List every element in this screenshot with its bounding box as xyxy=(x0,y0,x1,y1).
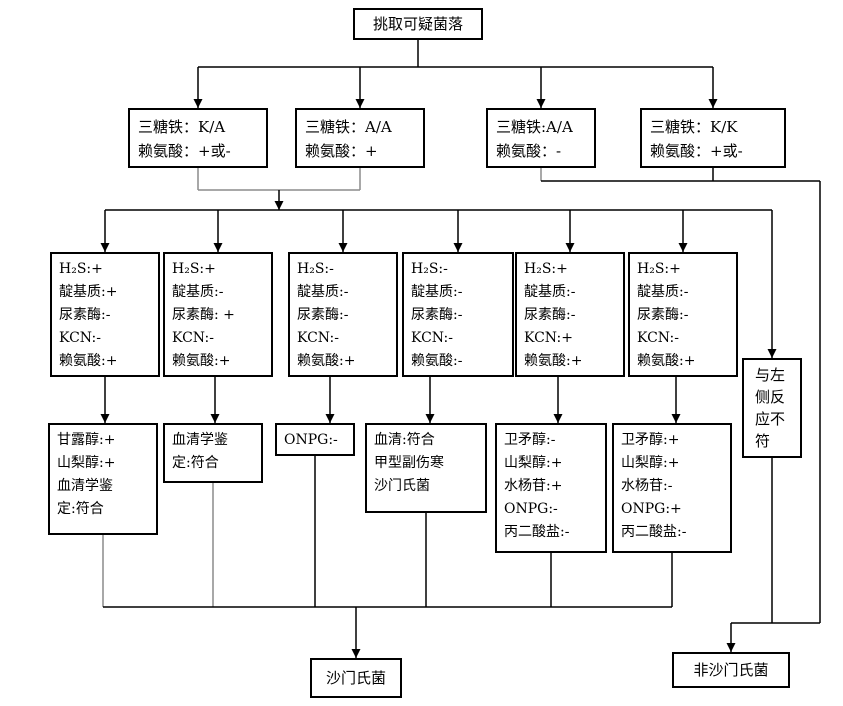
connector-distribution xyxy=(104,209,773,358)
connector-tsi34-right-edge xyxy=(541,168,821,623)
arrowhead xyxy=(425,414,435,423)
arrowhead xyxy=(274,201,284,210)
tsi-box-1: 三糖铁：K/A 赖氨酸：+或- xyxy=(128,108,268,168)
mismatch-box: 与左侧反应不符 xyxy=(742,358,802,458)
arrowhead xyxy=(100,243,110,252)
confirm-box-5: 卫矛醇:- 山梨醇:+ 水杨苷:+ ONPG:- 丙二酸盐:- xyxy=(495,423,607,553)
start-box: 挑取可疑菌落 xyxy=(353,8,483,40)
tsi-box-4: 三糖铁：K/K 赖氨酸：+或- xyxy=(640,108,786,168)
arrowhead xyxy=(325,414,335,423)
confirm-box-1: 甘露醇:+ 山梨醇:+ 血清学鉴 定:符合 xyxy=(48,423,158,535)
connector-biochem-to-confirm xyxy=(104,377,677,423)
arrowhead xyxy=(351,649,361,658)
arrowhead xyxy=(453,243,463,252)
tsi-box-2: 三糖铁：A/A 赖氨酸：+ xyxy=(295,108,425,168)
non-salmonella-result-box: 非沙门氏菌 xyxy=(672,652,790,688)
arrowhead xyxy=(708,99,718,108)
arrowhead xyxy=(678,243,688,252)
biochem-box-5: H₂S:+ 靛基质:- 尿素酶:- KCN:+ 赖氨酸:+ xyxy=(515,252,625,377)
arrowhead xyxy=(726,643,736,652)
connector-confirm-collect xyxy=(103,456,673,658)
arrowhead xyxy=(355,99,365,108)
arrowhead xyxy=(767,349,777,358)
connector-confirm-drops-gray xyxy=(102,483,214,607)
connector-tsi12-merge xyxy=(197,168,361,191)
arrowhead xyxy=(536,99,546,108)
arrowhead xyxy=(210,414,220,423)
confirm-box-3: ONPG:- xyxy=(275,423,355,456)
salmonella-result-box: 沙门氏菌 xyxy=(310,658,402,698)
arrowhead xyxy=(338,243,348,252)
arrowhead xyxy=(213,243,223,252)
arrowhead xyxy=(553,414,563,423)
tsi-box-3: 三糖铁:A/A 赖氨酸：- xyxy=(486,108,596,168)
biochem-box-6: H₂S:+ 靛基质:- 尿素酶:- KCN:- 赖氨酸:+ xyxy=(628,252,738,377)
connector-to-non-salmonella xyxy=(730,458,820,652)
arrowhead xyxy=(100,414,110,423)
arrowhead xyxy=(565,243,575,252)
biochem-box-2: H₂S:+ 靛基质:- 尿素酶: + KCN:- 赖氨酸:+ xyxy=(163,252,273,377)
arrowhead xyxy=(193,99,203,108)
confirm-box-4: 血清:符合 甲型副伤寒 沙门氏菌 xyxy=(365,423,487,513)
confirm-box-6: 卫矛醇:+ 山梨醇:+ 水杨苷:- ONPG:+ 丙二酸盐:- xyxy=(612,423,732,553)
connector-start-to-tsi xyxy=(197,40,714,108)
biochem-box-3: H₂S:- 靛基质:- 尿素酶:- KCN:- 赖氨酸:+ xyxy=(288,252,398,377)
biochem-box-4: H₂S:- 靛基质:- 尿素酶:- KCN:- 赖氨酸:- xyxy=(402,252,514,377)
arrowhead xyxy=(671,414,681,423)
biochem-box-1: H₂S:+ 靛基质:+ 尿素酶:- KCN:- 赖氨酸:+ xyxy=(50,252,160,377)
confirm-box-2: 血清学鉴 定:符合 xyxy=(163,423,263,483)
